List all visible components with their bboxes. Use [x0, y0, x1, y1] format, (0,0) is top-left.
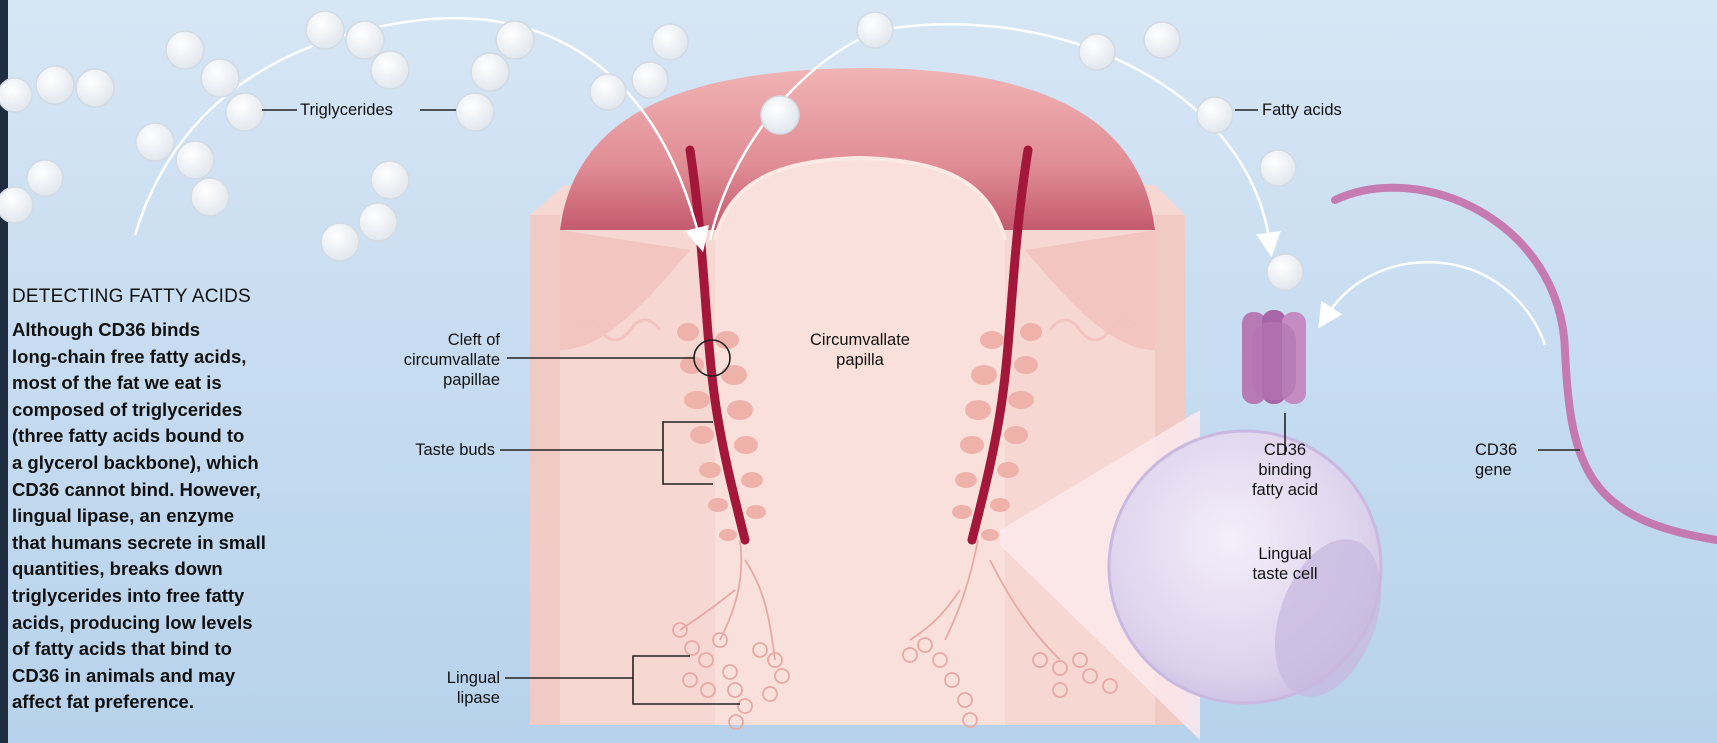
label-cleft: Cleft of circumvallate papillae [360, 330, 500, 390]
label-lingual-lipase: Lingual lipase [400, 668, 500, 708]
label-triglycerides: Triglycerides [300, 100, 393, 120]
label-fatty-acids: Fatty acids [1262, 100, 1342, 120]
label-taste-buds: Taste buds [380, 440, 495, 460]
label-circumvallate-papilla: Circumvallate papilla [780, 330, 940, 370]
label-cd36-binding: CD36 binding fatty acid [1225, 440, 1345, 500]
label-cd36-gene: CD36 gene [1475, 440, 1535, 480]
figure-heading: DETECTING FATTY ACIDS [12, 286, 251, 308]
cd36-receptor [1242, 310, 1306, 404]
label-lingual-taste-cell: Lingual taste cell [1225, 544, 1345, 584]
figure-description: Although CD36 binds long-chain free fatt… [12, 317, 342, 716]
